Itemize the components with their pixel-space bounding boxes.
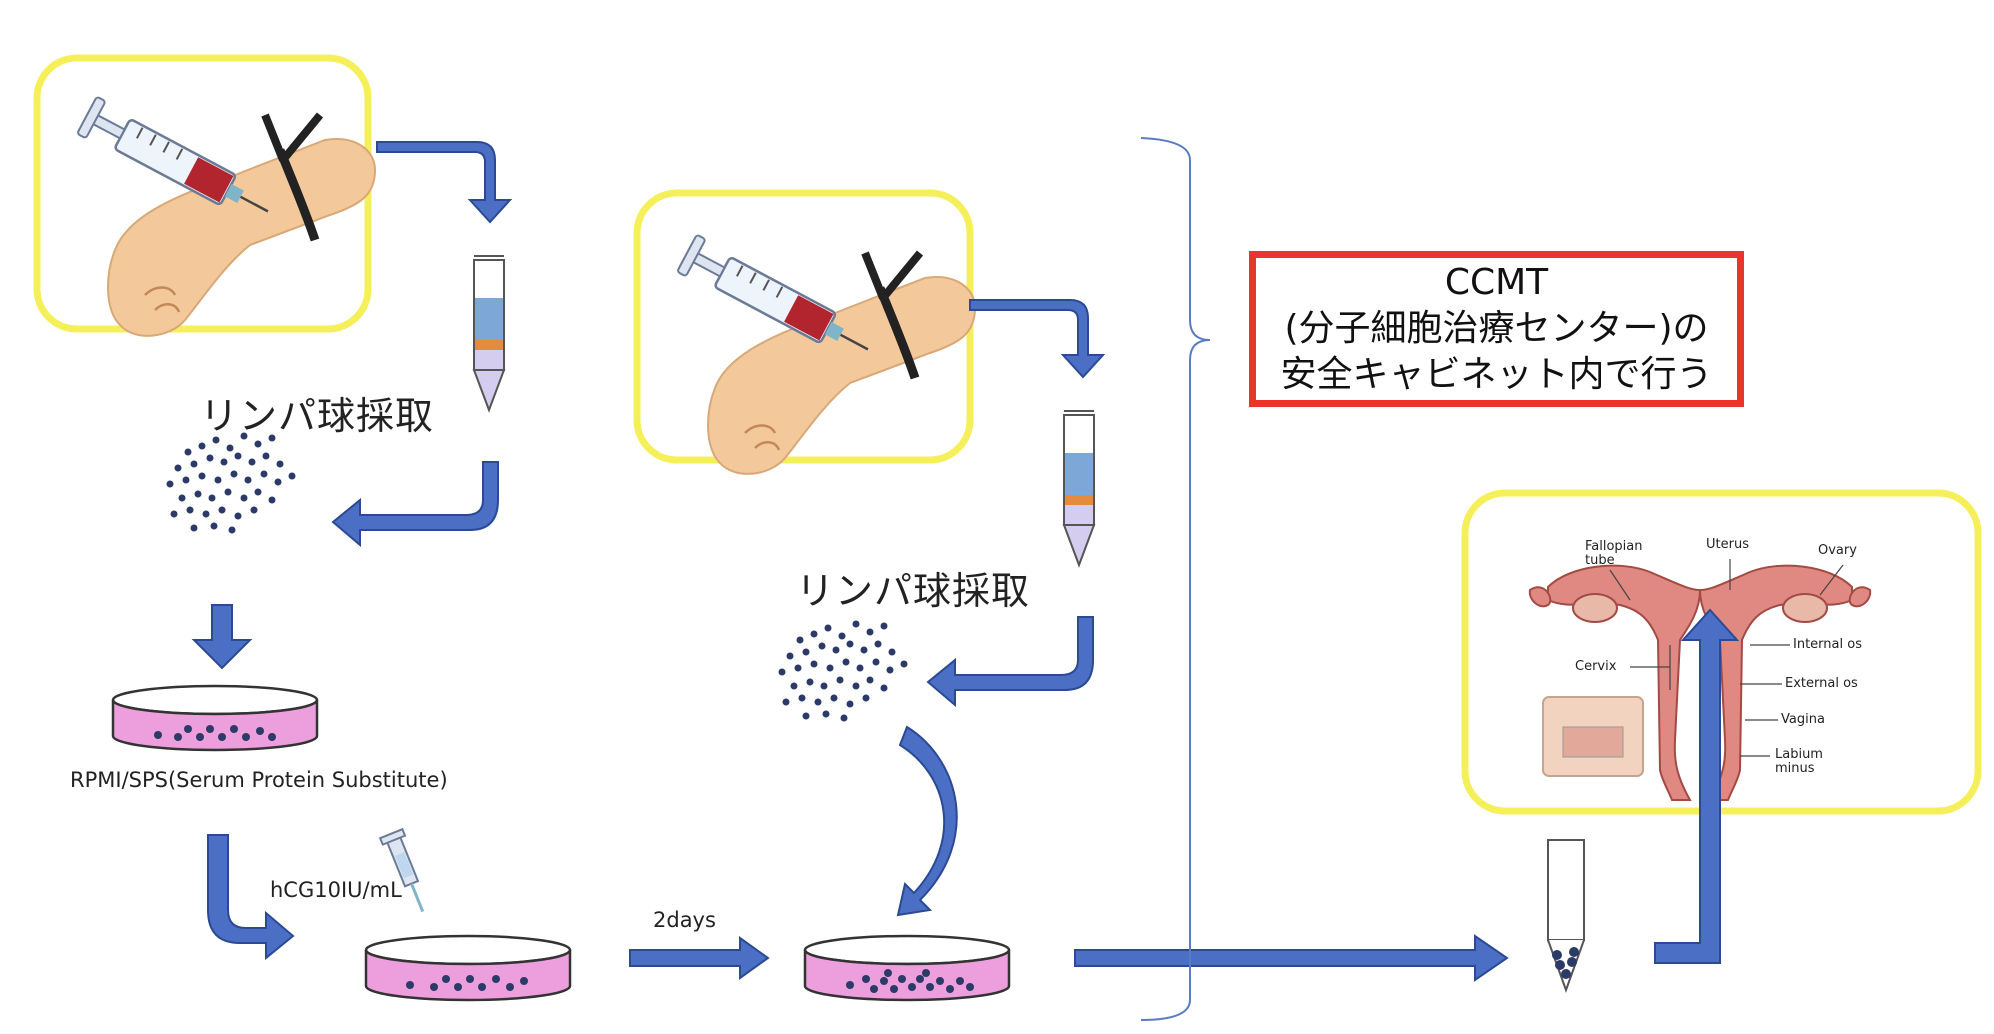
flow-arrow xyxy=(1074,934,1509,982)
anatomy-label-labium-minus: Labium minus xyxy=(1775,747,1823,776)
flow-arrow xyxy=(926,616,1094,708)
uterus-frame xyxy=(1461,489,1982,815)
flow-arrow xyxy=(969,299,1106,379)
ccmt-highlight-box: CCMT (分子細胞治療センター)の 安全キャビネット内で行う xyxy=(1249,251,1744,407)
label-medium: RPMI/SPS(Serum Protein Substitute) xyxy=(70,768,448,792)
centrifuge-tube-icon xyxy=(473,255,505,411)
label-collect-1: リンパ球採取 xyxy=(200,394,435,438)
cell-cluster-icon xyxy=(778,620,908,722)
flow-arrow xyxy=(191,604,253,670)
anatomy-label-external-os: External os xyxy=(1785,676,1858,691)
centrifuge-tube-icon xyxy=(1063,410,1095,566)
anatomy-label-ovary: Ovary xyxy=(1818,543,1857,558)
ccmt-line-2: (分子細胞治療センター)の xyxy=(1284,308,1709,349)
petri-dish-icon xyxy=(803,934,1011,1002)
petri-dish-icon xyxy=(364,934,572,1002)
syringe-arm-icon xyxy=(677,235,975,474)
flow-arrow xyxy=(629,936,770,980)
syringe-arm-icon xyxy=(77,97,375,336)
bracket xyxy=(1140,137,1211,1021)
uterus-anatomy-icon xyxy=(1528,559,1872,801)
anatomy-label-internal-os: Internal os xyxy=(1793,637,1862,652)
flow-arrow xyxy=(896,725,958,917)
flow-arrow xyxy=(331,461,499,548)
label-collect-2: リンパ球採取 xyxy=(796,569,1031,613)
flow-arrow xyxy=(1654,608,1740,964)
petri-dish-icon xyxy=(111,684,319,752)
anatomy-label-vagina: Vagina xyxy=(1781,712,1825,727)
ccmt-line-1: CCMT xyxy=(1444,262,1549,303)
flow-arrow xyxy=(207,834,295,961)
label-hcg: hCG10IU/mL xyxy=(270,878,402,902)
label-duration: 2days xyxy=(653,908,716,932)
pipette-icon xyxy=(378,827,425,913)
anatomy-label-fallopian-tube: Fallopian tube xyxy=(1585,539,1643,568)
flow-arrow xyxy=(376,141,513,224)
anatomy-label-uterus: Uterus xyxy=(1706,537,1749,552)
centrifuge-tube-icon xyxy=(1547,839,1585,993)
cell-cluster-icon xyxy=(166,432,296,534)
anatomy-label-cervix: Cervix xyxy=(1575,659,1617,674)
flow-arrows xyxy=(191,141,1740,982)
ccmt-line-3: 安全キャビネット内で行う xyxy=(1280,354,1713,395)
